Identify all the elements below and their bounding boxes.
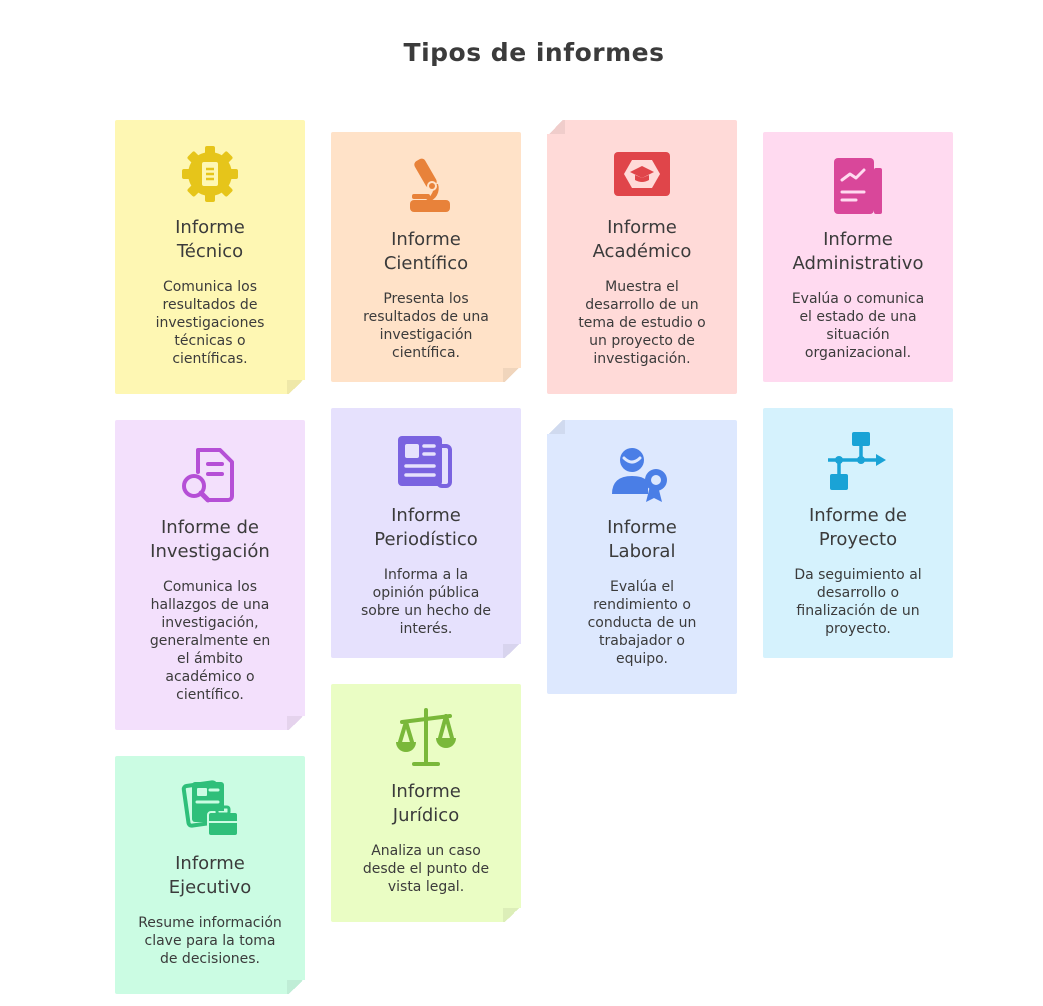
document-search-icon xyxy=(178,442,242,506)
card-informe-proyecto: Informe de Proyecto Da seguimiento al de… xyxy=(763,408,953,658)
graduation-cap-icon xyxy=(610,142,674,206)
card-description: Analiza un caso desde el punto de vista … xyxy=(362,843,490,895)
card-title: Informe Ejecutivo xyxy=(168,853,252,898)
microscope-icon xyxy=(394,154,458,218)
card-description: Informa a la opinión pública sobre un he… xyxy=(360,567,492,637)
card-description: Comunica los hallazgos de una investigac… xyxy=(149,579,271,703)
scales-icon xyxy=(394,706,458,770)
card-description: Evalúa o comunica el estado de una situa… xyxy=(791,291,925,361)
page-title: Tipos de informes xyxy=(403,38,665,67)
card-title: Informe Técnico xyxy=(175,217,245,262)
briefcase-documents-icon xyxy=(178,778,242,842)
card-description: Comunica los resultados de investigacion… xyxy=(155,279,265,367)
report-chart-icon xyxy=(826,154,890,218)
card-informe-laboral: Informe Laboral Evalúa el rendimiento o … xyxy=(547,420,737,694)
card-title: Informe Laboral xyxy=(607,517,677,562)
worker-badge-icon xyxy=(610,442,674,506)
card-description: Presenta los resultados de una investiga… xyxy=(363,291,489,361)
card-informe-periodistico: Informe Periodístico Informa a la opinió… xyxy=(331,408,521,658)
card-title: Informe Jurídico xyxy=(391,781,461,826)
card-description: Da seguimiento al desarrollo o finalizac… xyxy=(794,567,922,637)
card-informe-cientifico: Informe Científico Presenta los resultad… xyxy=(331,132,521,382)
card-title: Informe Periodístico xyxy=(374,505,478,550)
card-informe-academico: Informe Académico Muestra el desarrollo … xyxy=(547,120,737,394)
card-description: Resume información clave para la toma de… xyxy=(138,915,282,967)
card-title: Informe Académico xyxy=(592,217,692,262)
card-informe-investigacion: Informe de Investigación Comunica los ha… xyxy=(115,420,305,730)
card-title: Informe de Investigación xyxy=(150,517,270,562)
project-flow-icon xyxy=(826,430,890,494)
card-informe-tecnico: Informe Técnico Comunica los resultados … xyxy=(115,120,305,394)
card-title: Informe de Proyecto xyxy=(809,505,907,550)
gear-document-icon xyxy=(178,142,242,206)
card-informe-juridico: Informe Jurídico Analiza un caso desde e… xyxy=(331,684,521,922)
card-description: Evalúa el rendimiento o conducta de un t… xyxy=(587,579,697,667)
card-description: Muestra el desarrollo de un tema de estu… xyxy=(578,279,706,367)
card-informe-administrativo: Informe Administrativo Evalúa o comunica… xyxy=(763,132,953,382)
card-title: Informe Científico xyxy=(383,229,469,274)
card-title: Informe Administrativo xyxy=(792,229,924,274)
newspaper-icon xyxy=(394,430,458,494)
card-informe-ejecutivo: Informe Ejecutivo Resume información cla… xyxy=(115,756,305,994)
